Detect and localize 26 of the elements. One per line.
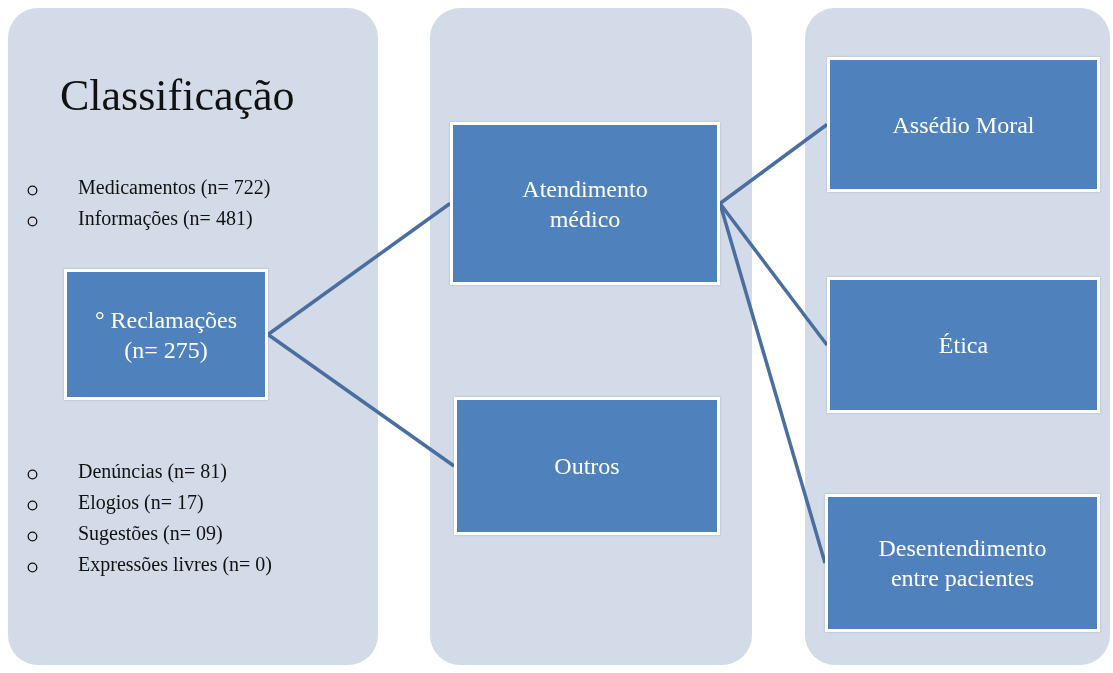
category-box bbox=[454, 397, 720, 535]
connector-line bbox=[718, 203, 827, 564]
box-label: ° Reclamações (n= 275) bbox=[93, 305, 239, 365]
list-item: Denúncias (n= 81) bbox=[78, 460, 227, 483]
category-box bbox=[827, 277, 1100, 413]
list-item: Expressões livres (n= 0) bbox=[78, 553, 272, 576]
connector-line bbox=[267, 333, 455, 468]
box-label: Atendimento médico bbox=[521, 174, 649, 234]
panel-background bbox=[8, 8, 378, 665]
box-label: Ética bbox=[938, 331, 989, 360]
category-box bbox=[450, 122, 720, 285]
box-label: Outros bbox=[554, 452, 620, 481]
list-item: Sugestões (n= 09) bbox=[78, 522, 223, 545]
category-box bbox=[825, 494, 1100, 632]
connector-line bbox=[718, 123, 829, 205]
panel-background bbox=[805, 8, 1110, 665]
box-label: Desentendimento entre pacientes bbox=[877, 534, 1048, 593]
heading: Classificação bbox=[60, 70, 295, 121]
connector-line bbox=[266, 202, 452, 336]
list-item: Informações (n= 481) bbox=[78, 207, 253, 230]
panel-background bbox=[430, 8, 752, 665]
category-box bbox=[827, 57, 1100, 192]
list-item: Elogios (n= 17) bbox=[78, 491, 204, 514]
category-box bbox=[64, 269, 268, 400]
list-item: Medicamentos (n= 722) bbox=[78, 176, 271, 199]
box-label: Assédio Moral bbox=[892, 110, 1035, 140]
